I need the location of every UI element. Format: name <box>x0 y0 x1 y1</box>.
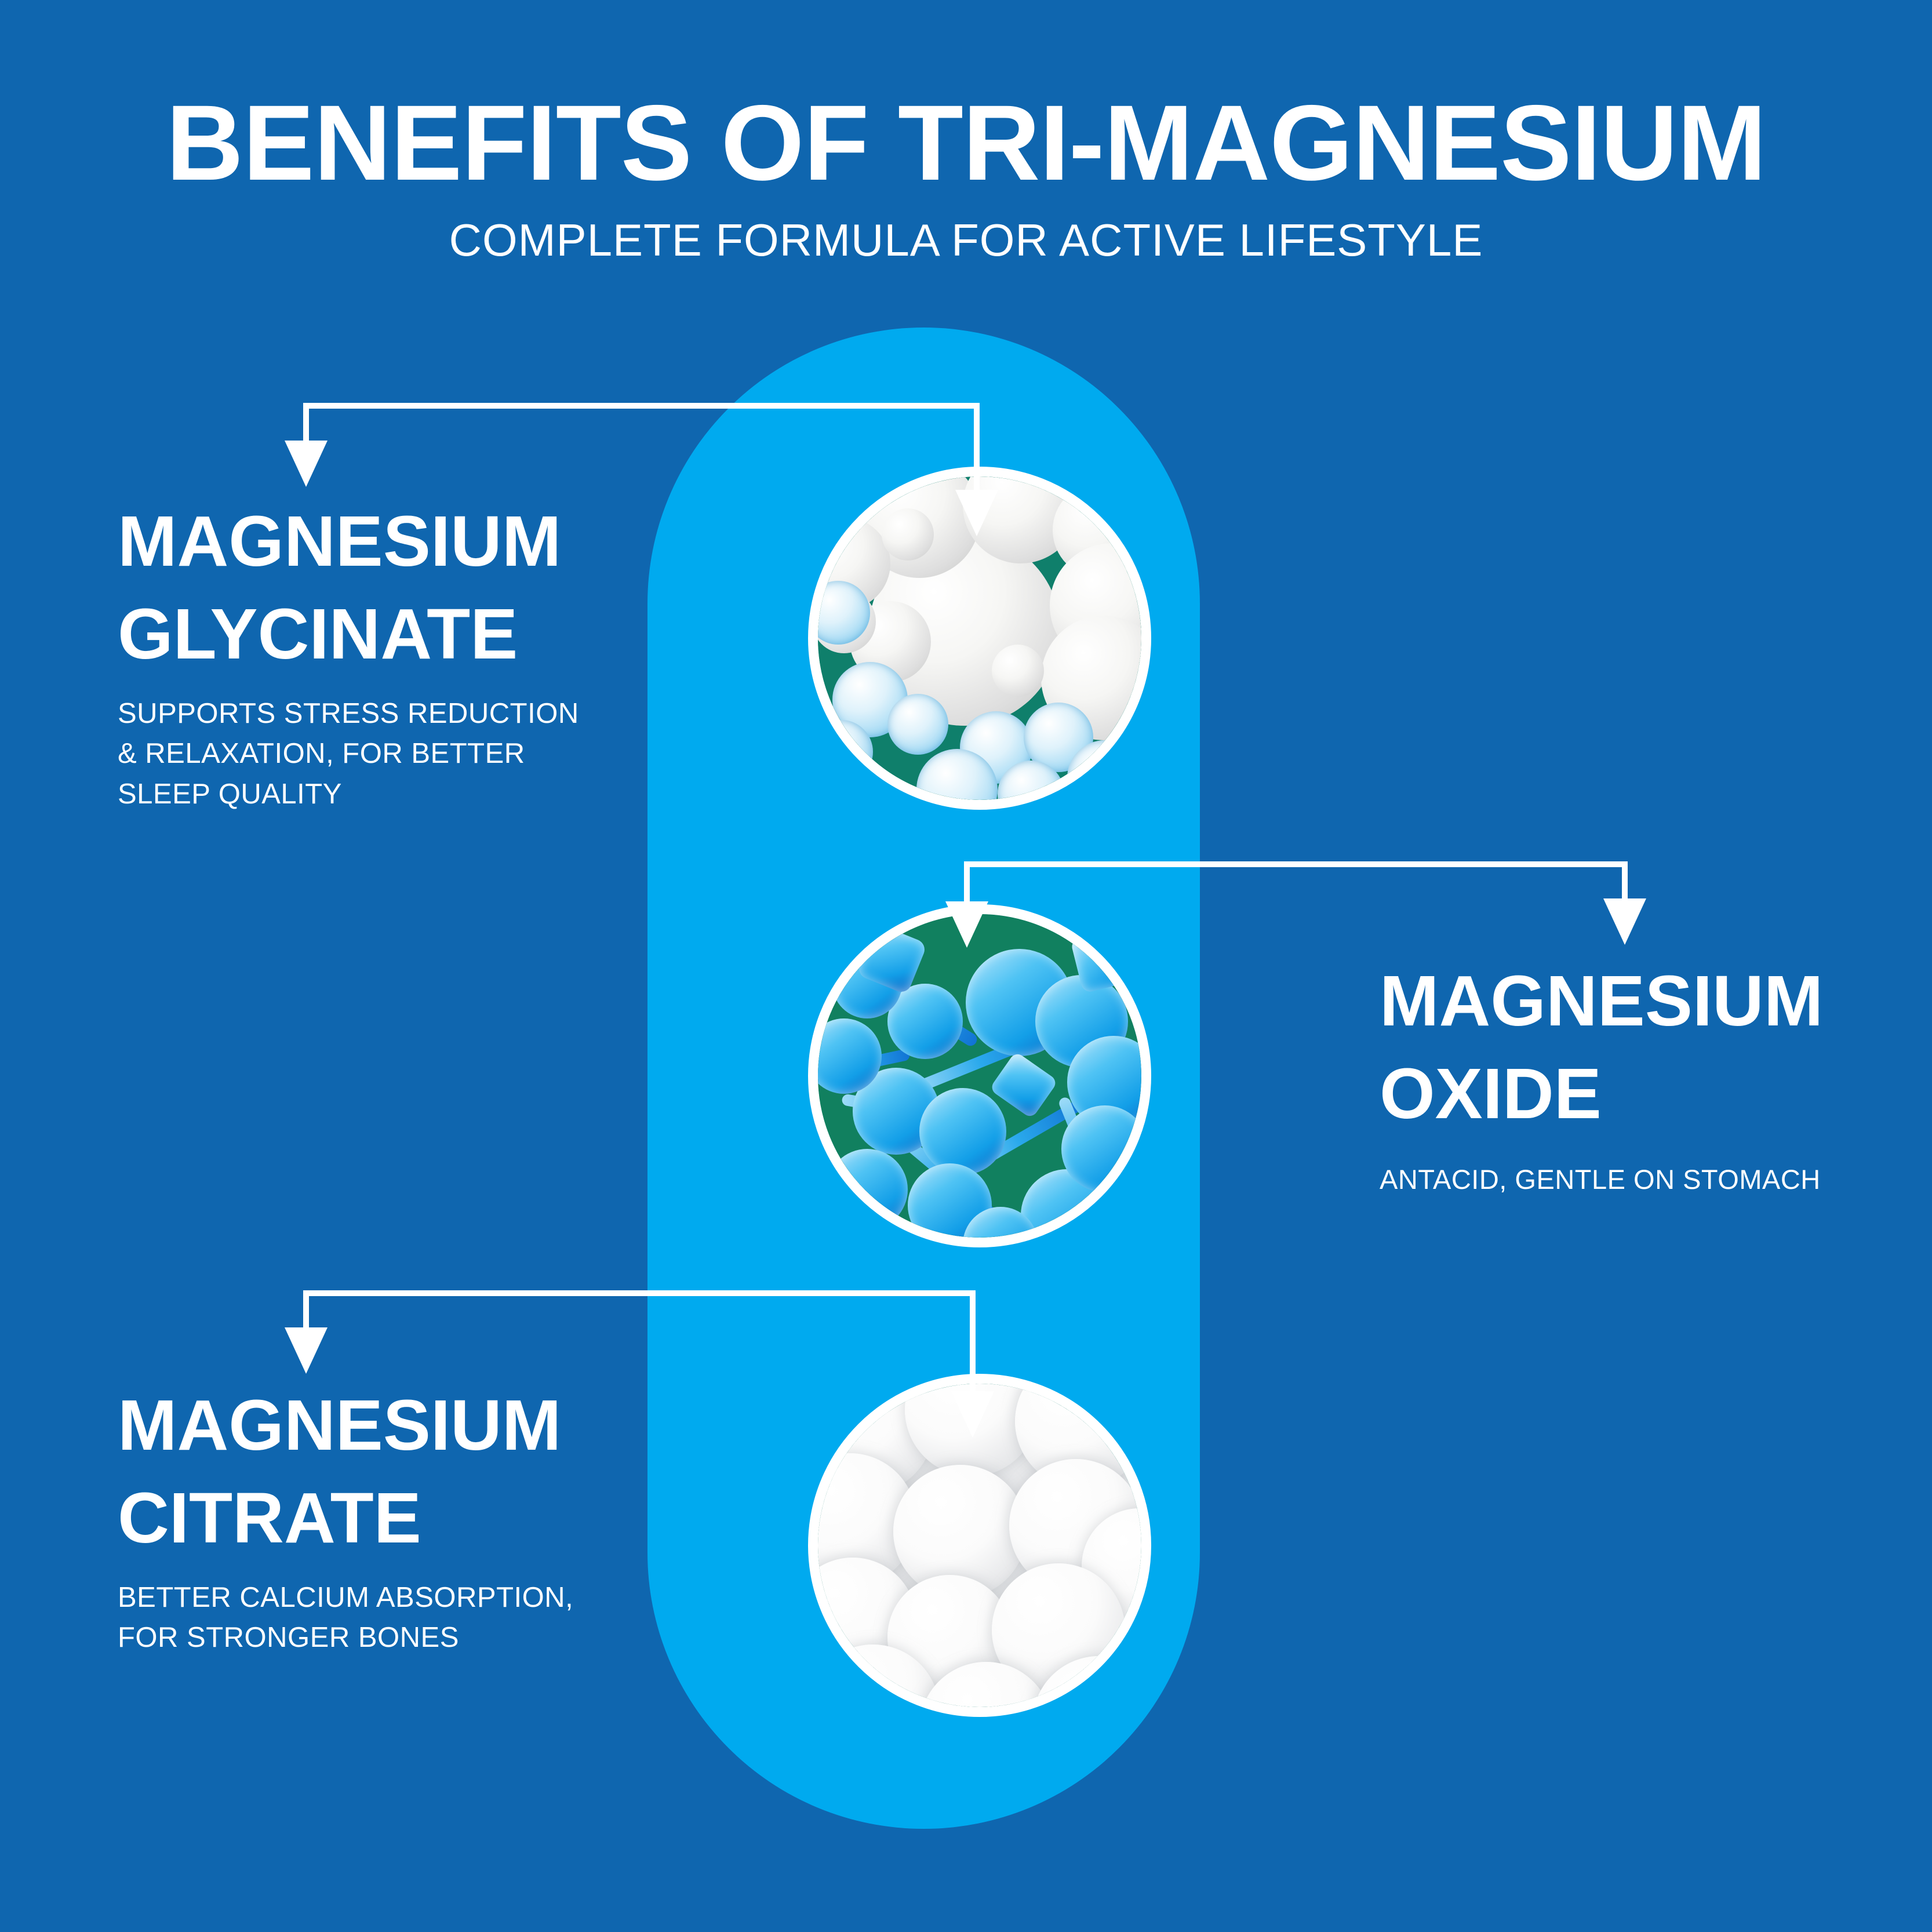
arrow-head-into-circle <box>951 1391 994 1438</box>
connector-line-vertical-left <box>964 861 970 931</box>
connector-line-vertical-right <box>970 1290 976 1398</box>
ingredient-description-citrate: BETTER CALCIUM ABSORPTION, FOR STRONGER … <box>118 1581 574 1654</box>
ingredient-title-glycinate: MAGNESIUM GLYCINATE <box>118 502 562 674</box>
arrow-head-into-circle <box>955 490 998 536</box>
ingredient-label-citrate: MAGNESIUM CITRATE BETTER CALCIUM ABSORPT… <box>118 1380 697 1658</box>
ingredient-label-glycinate: MAGNESIUM GLYCINATE SUPPORTS STRESS REDU… <box>118 496 697 815</box>
page-subtitle: COMPLETE FORMULA FOR ACTIVE LIFESTYLE <box>449 214 1483 265</box>
connector-line-horizontal <box>303 1290 976 1296</box>
arrow-head-to-label <box>285 441 328 487</box>
arrow-head-to-label <box>285 1327 328 1374</box>
arrow-head-into-circle <box>945 901 988 948</box>
connector-line-vertical-left <box>303 403 309 472</box>
ingredient-label-oxide: MAGNESIUM OXIDE ANTACID, GENTLE ON STOMA… <box>1380 955 1919 1199</box>
connector-line-horizontal <box>303 403 980 409</box>
ingredient-title-oxide: MAGNESIUM OXIDE <box>1380 962 1824 1134</box>
white-pill-spheres-photo <box>818 1384 1141 1707</box>
connector-line-vertical-left <box>303 1290 309 1360</box>
connector-line-horizontal <box>964 861 1628 867</box>
blue-crystal-lattice-photo <box>818 914 1141 1238</box>
ingredient-title-citrate: MAGNESIUM CITRATE <box>118 1386 562 1558</box>
ingredient-description-oxide: ANTACID, GENTLE ON STOMACH <box>1380 1163 1821 1195</box>
ingredient-description-glycinate: SUPPORTS STRESS REDUCTION & RELAXATION, … <box>118 697 579 810</box>
ingredient-image-oxide <box>808 904 1151 1247</box>
connector-line-vertical-right <box>1622 861 1628 928</box>
connector-line-vertical-right <box>974 403 980 496</box>
arrow-head-to-label <box>1603 898 1646 945</box>
page-title: BENEFITS OF TRI-MAGNESIUM <box>166 83 1766 203</box>
